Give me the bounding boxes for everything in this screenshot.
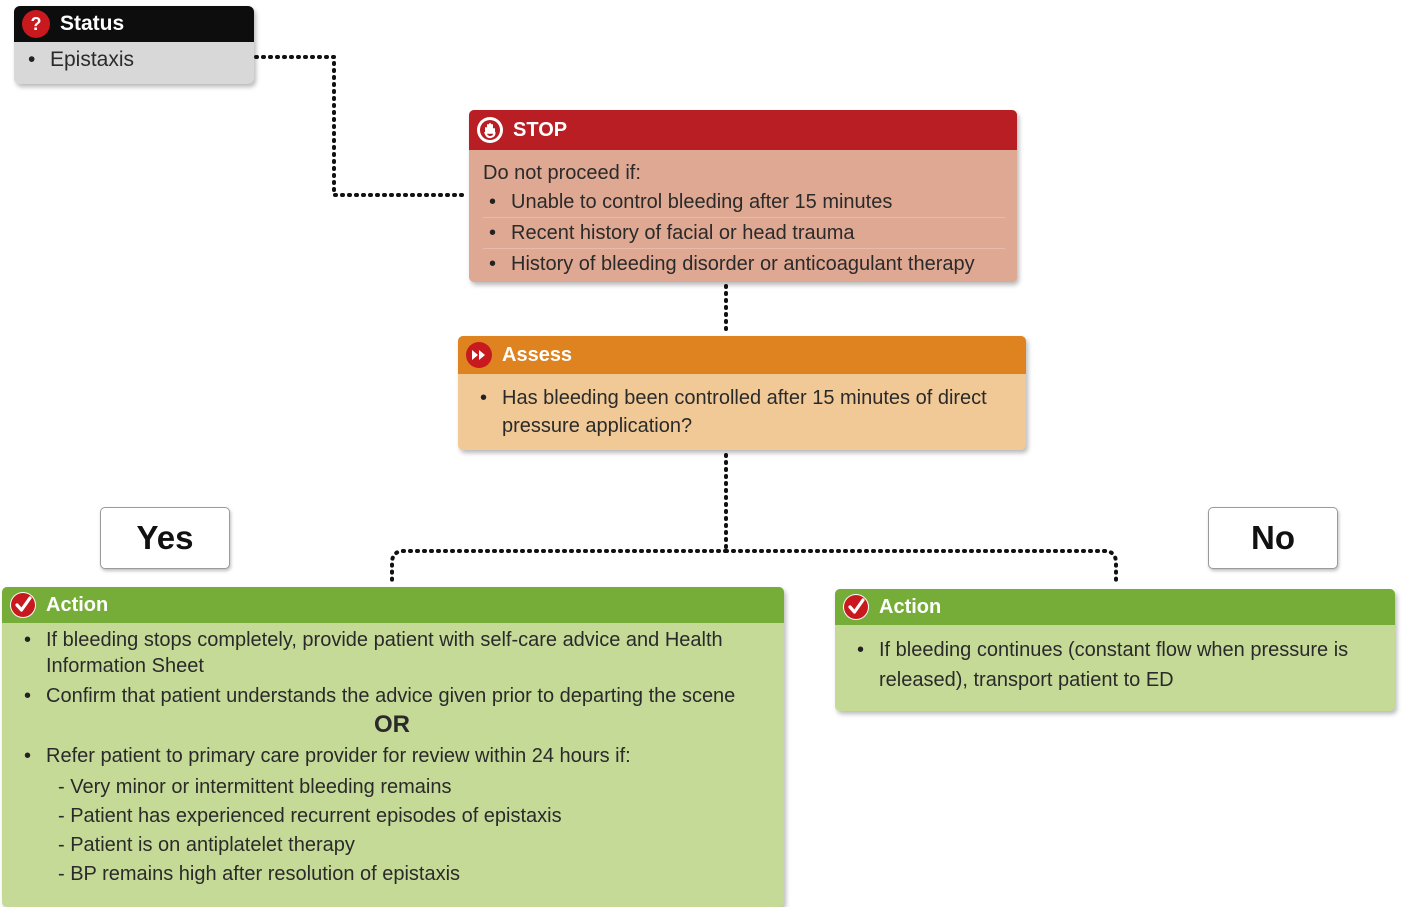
action-no-box: Action If bleeding continues (constant f… [835, 589, 1395, 711]
status-item: Epistaxis [22, 48, 244, 72]
assess-box: Assess Has bleeding been controlled afte… [458, 336, 1026, 450]
stop-item: History of bleeding disorder or anticoag… [483, 248, 1005, 279]
action-yes-box: Action If bleeding stops completely, pro… [2, 587, 784, 907]
stop-title: STOP [513, 118, 568, 141]
status-title: Status [60, 12, 125, 35]
action-yes-title: Action [46, 593, 109, 616]
stop-box: STOP Do not proceed if: Unable to contro… [469, 110, 1017, 282]
status-header: ? Status [14, 6, 254, 42]
assess-item: Has bleeding been controlled after 15 mi… [474, 384, 1002, 440]
status-box: ? Status Epistaxis [14, 6, 254, 84]
action-yes-sub-item: - Very minor or intermittent bleeding re… [58, 776, 452, 798]
hand-stop-icon [477, 117, 503, 143]
checkmark-icon [843, 594, 869, 620]
action-yes-item: If bleeding stops completely, provide pa… [18, 627, 766, 679]
question-icon: ? [22, 10, 50, 38]
action-yes-item: Confirm that patient understands the adv… [18, 683, 766, 709]
action-yes-sub-item: - BP remains high after resolution of ep… [58, 863, 461, 885]
checkmark-icon [10, 592, 36, 618]
stop-header: STOP [469, 110, 1017, 150]
stop-intro: Do not proceed if: [483, 162, 641, 184]
action-no-title: Action [879, 595, 942, 618]
action-no-header: Action [835, 589, 1395, 625]
no-label-box: No [1208, 507, 1338, 569]
action-no-item: If bleeding continues (constant flow whe… [851, 635, 1375, 695]
stop-item: Recent history of facial or head trauma [483, 217, 1005, 248]
stop-item: Unable to control bleeding after 15 minu… [483, 187, 1005, 217]
action-yes-sub-item: - Patient has experienced recurrent epis… [58, 805, 562, 827]
connector-split-no [724, 549, 1118, 587]
or-separator: OR [374, 711, 410, 738]
action-yes-sub-item: - Patient is on antiplatelet therapy [58, 834, 355, 856]
assess-header: Assess [458, 336, 1026, 374]
fast-forward-icon [466, 342, 492, 368]
assess-title: Assess [502, 343, 573, 366]
connector-split-yes [390, 549, 728, 587]
connector-status-stop [254, 55, 470, 197]
action-yes-refer: Refer patient to primary care provider f… [18, 743, 766, 769]
yes-label-box: Yes [100, 507, 230, 569]
svg-text:?: ? [31, 15, 42, 33]
action-yes-header: Action [2, 587, 784, 623]
